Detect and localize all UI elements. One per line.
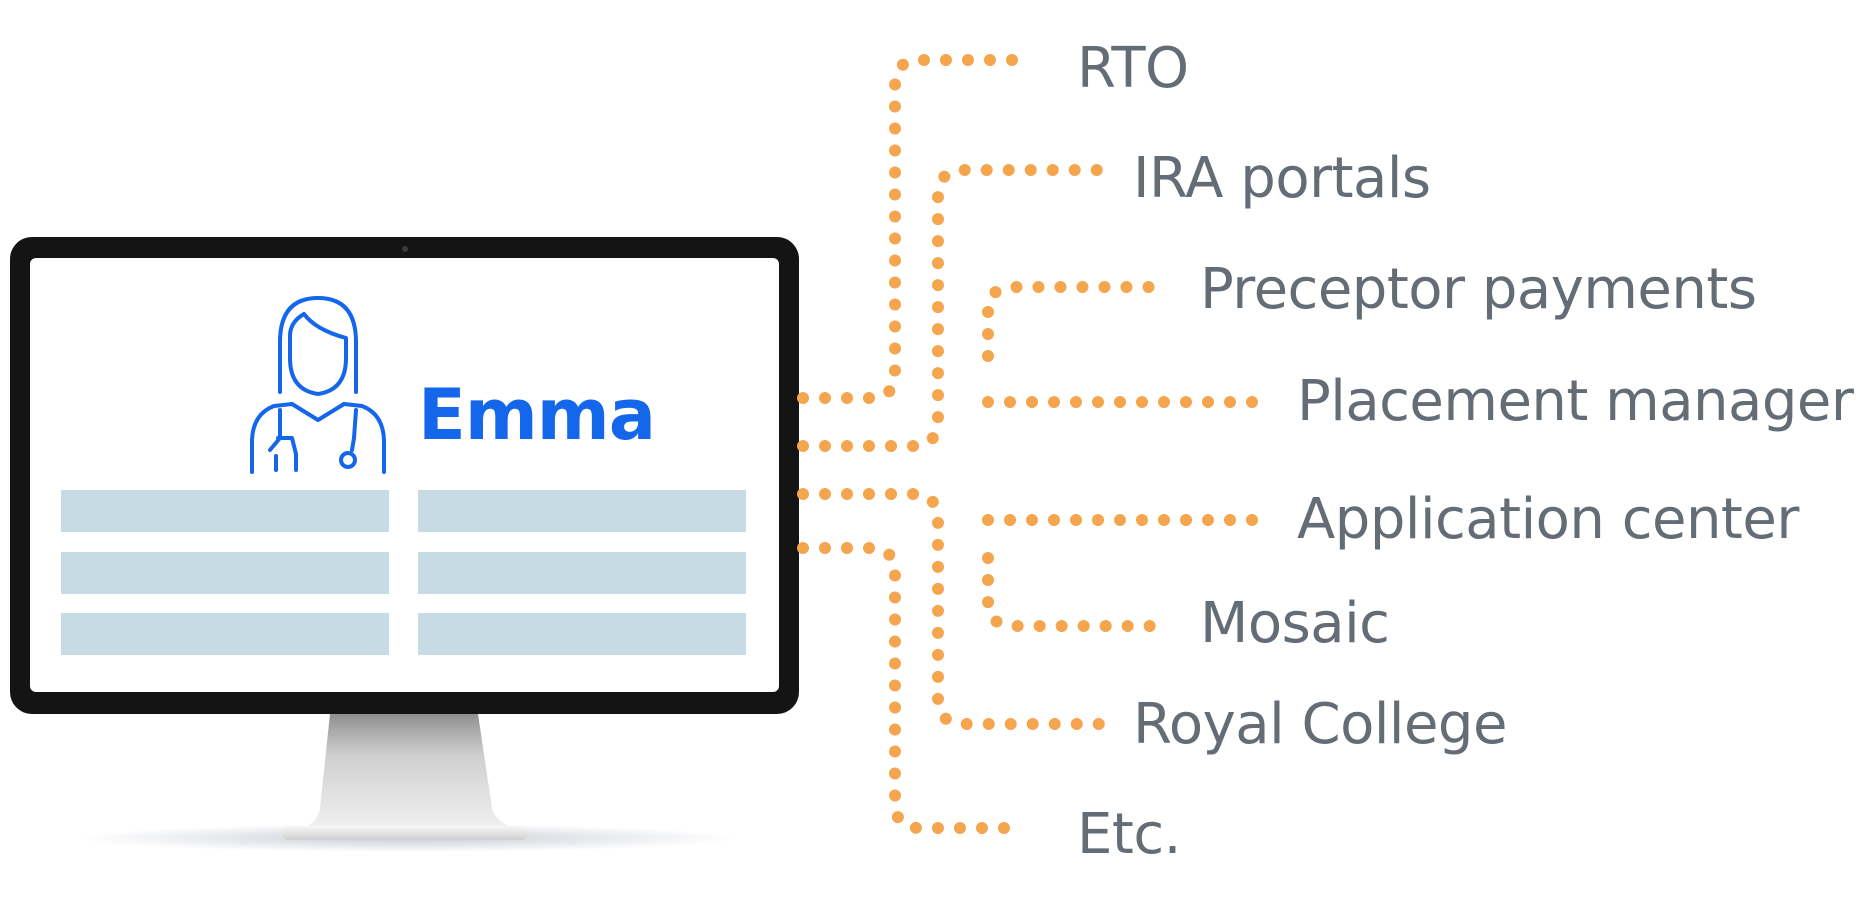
placeholder-row (418, 552, 746, 594)
placeholder-row (61, 552, 389, 594)
placeholder-rows (61, 490, 746, 655)
system-label-rto: RTO (1077, 36, 1189, 101)
monitor (10, 237, 799, 852)
connector-ira-portals (797, 164, 1106, 452)
monitor-stand (292, 714, 528, 832)
system-label-preceptor-payments: Preceptor payments (1200, 257, 1757, 322)
doctor-icon (250, 296, 386, 474)
system-label-mosaic: Mosaic (1200, 591, 1390, 656)
placeholder-row (418, 613, 746, 655)
placeholder-row (61, 613, 389, 655)
connector-royal-college (797, 488, 1106, 730)
system-label-placement-manager: Placement manager (1297, 369, 1854, 434)
connector-rto (797, 54, 1021, 404)
connector-preceptor-payments (982, 281, 1166, 362)
connector-etc (797, 542, 1021, 834)
system-label-royal-college: Royal College (1133, 692, 1507, 757)
system-label-etc: Etc. (1077, 802, 1181, 867)
system-label-application-center: Application center (1297, 487, 1799, 552)
placeholder-row (61, 490, 389, 532)
user-name: Emma (418, 374, 656, 456)
system-label-ira-portals: IRA portals (1133, 146, 1431, 211)
placeholder-row (418, 490, 746, 532)
monitor-base (282, 826, 528, 840)
connector-mosaic (982, 552, 1166, 632)
connectors (797, 54, 1271, 834)
webcam (402, 246, 408, 252)
